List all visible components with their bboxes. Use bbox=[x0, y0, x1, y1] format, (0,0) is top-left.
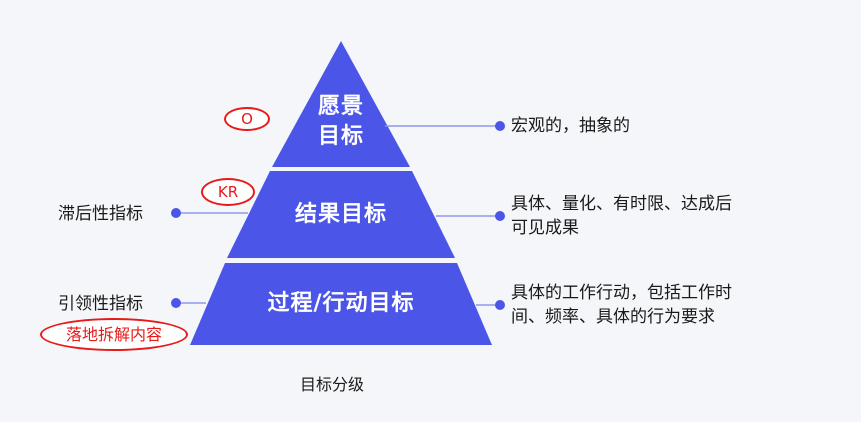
right-label-top: 宏观的，抽象的 bbox=[511, 116, 630, 136]
left-label-leading: 引领性指标 bbox=[58, 294, 143, 314]
connector-dot-middle-right bbox=[495, 211, 505, 221]
pyramid-bottom-label: 过程/行动目标 bbox=[267, 291, 415, 316]
right-label-middle: 具体、量化、有时限、达成后 可见成果 bbox=[511, 194, 732, 238]
pyramid-top-label: 愿景 目标 bbox=[317, 94, 364, 149]
pyramid-middle-label: 结果目标 bbox=[294, 202, 387, 227]
connector-dot-bottom-left bbox=[171, 298, 181, 308]
badge-kr: KR bbox=[201, 178, 255, 206]
pyramid-middle-layer bbox=[227, 171, 455, 258]
pyramid-top-layer bbox=[272, 41, 410, 167]
badge-o: O bbox=[224, 107, 270, 131]
left-label-lagging: 滞后性指标 bbox=[58, 204, 143, 224]
connector-dot-top-right bbox=[495, 121, 505, 131]
badge-breakdown: 落地拆解内容 bbox=[40, 318, 188, 351]
pyramid-bottom-layer bbox=[190, 263, 492, 345]
right-label-bottom: 具体的工作行动，包括工作时 间、频率、具体的行为要求 bbox=[511, 283, 732, 327]
connector-dot-middle-left bbox=[171, 208, 181, 218]
connector-dot-bottom-right bbox=[495, 300, 505, 310]
diagram-caption: 目标分级 bbox=[300, 375, 365, 394]
